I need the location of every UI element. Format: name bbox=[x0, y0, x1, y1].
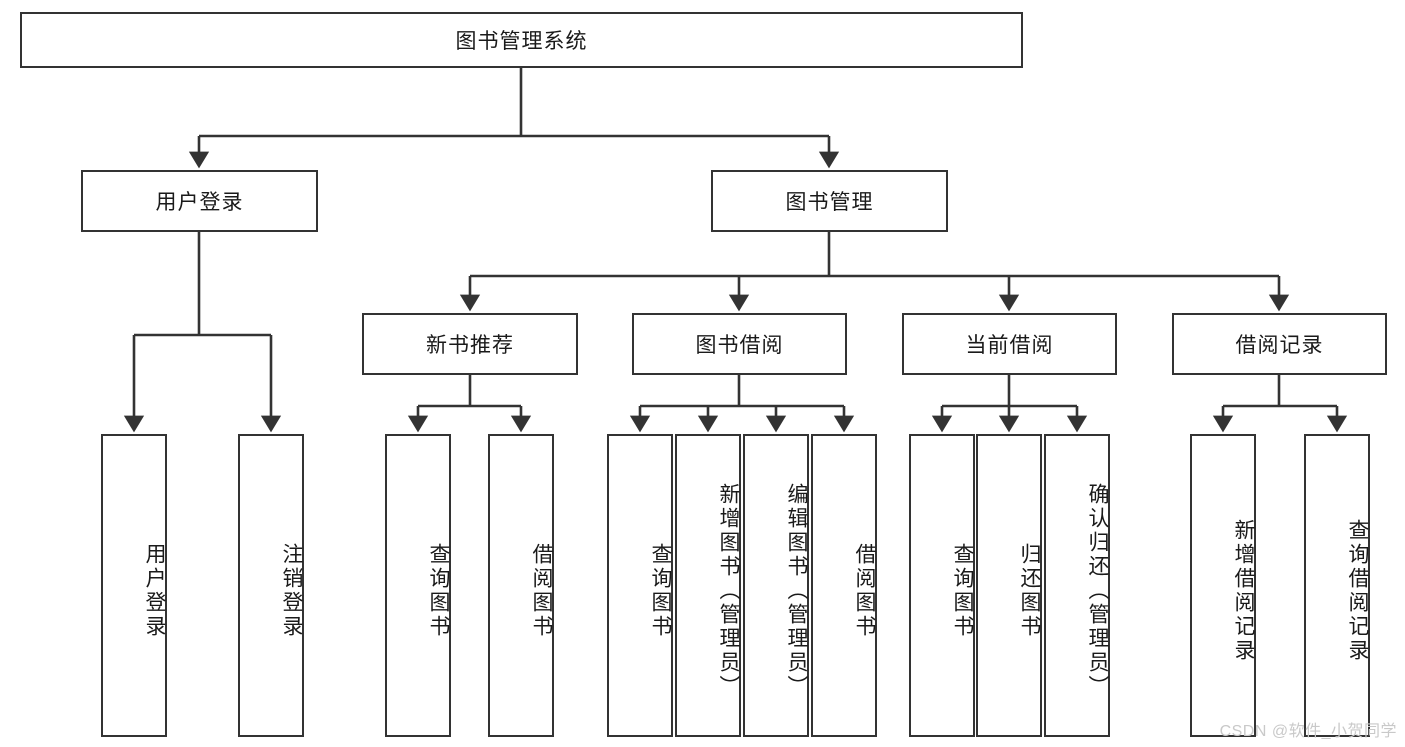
leaf-node-borrow-query-book[interactable]: 查询图书 bbox=[607, 434, 673, 737]
node-root-system[interactable]: 图书管理系统 bbox=[20, 12, 1023, 68]
node-current-borrow[interactable]: 当前借阅 bbox=[902, 313, 1117, 375]
node-book-manage[interactable]: 图书管理 bbox=[711, 170, 948, 232]
leaf-node-current-query-book[interactable]: 查询图书 bbox=[909, 434, 975, 737]
leaf-label: 新增图书（管理员） bbox=[717, 482, 740, 699]
leaf-label: 查询图书 bbox=[951, 542, 974, 639]
leaf-label: 查询图书 bbox=[427, 542, 450, 639]
csdn-watermark: CSDN @软件_小贺同学 bbox=[1219, 723, 1397, 740]
leaf-node-borrow-edit-book[interactable]: 编辑图书（管理员） bbox=[743, 434, 809, 737]
leaf-label: 编辑图书（管理员） bbox=[785, 482, 808, 699]
leaf-node-record-add[interactable]: 新增借阅记录 bbox=[1190, 434, 1256, 737]
leaf-label: 查询借阅记录 bbox=[1346, 518, 1369, 663]
leaf-node-current-return-book[interactable]: 归还图书 bbox=[976, 434, 1042, 737]
leaf-label: 归还图书 bbox=[1018, 542, 1041, 639]
leaf-node-borrow-add-book[interactable]: 新增图书（管理员） bbox=[675, 434, 741, 737]
leaf-label: 新增借阅记录 bbox=[1232, 518, 1255, 663]
leaf-label: 借阅图书 bbox=[530, 542, 553, 639]
leaf-label: 确认归还（管理员） bbox=[1086, 482, 1109, 699]
leaf-node-current-confirm-return[interactable]: 确认归还（管理员） bbox=[1044, 434, 1110, 737]
leaf-label: 借阅图书 bbox=[853, 542, 876, 639]
leaf-node-recommend-query-book[interactable]: 查询图书 bbox=[385, 434, 451, 737]
node-user-login[interactable]: 用户登录 bbox=[81, 170, 318, 232]
leaf-node-user-login[interactable]: 用户登录 bbox=[101, 434, 167, 737]
leaf-label: 查询图书 bbox=[649, 542, 672, 639]
node-book-borrow[interactable]: 图书借阅 bbox=[632, 313, 847, 375]
node-borrow-record[interactable]: 借阅记录 bbox=[1172, 313, 1387, 375]
leaf-node-recommend-borrow-book[interactable]: 借阅图书 bbox=[488, 434, 554, 737]
leaf-node-borrow-borrow-book[interactable]: 借阅图书 bbox=[811, 434, 877, 737]
leaf-label: 用户登录 bbox=[143, 542, 166, 639]
leaf-label: 注销登录 bbox=[280, 542, 303, 639]
node-new-book-recommend[interactable]: 新书推荐 bbox=[362, 313, 578, 375]
leaf-node-record-query[interactable]: 查询借阅记录 bbox=[1304, 434, 1370, 737]
leaf-node-user-logout[interactable]: 注销登录 bbox=[238, 434, 304, 737]
